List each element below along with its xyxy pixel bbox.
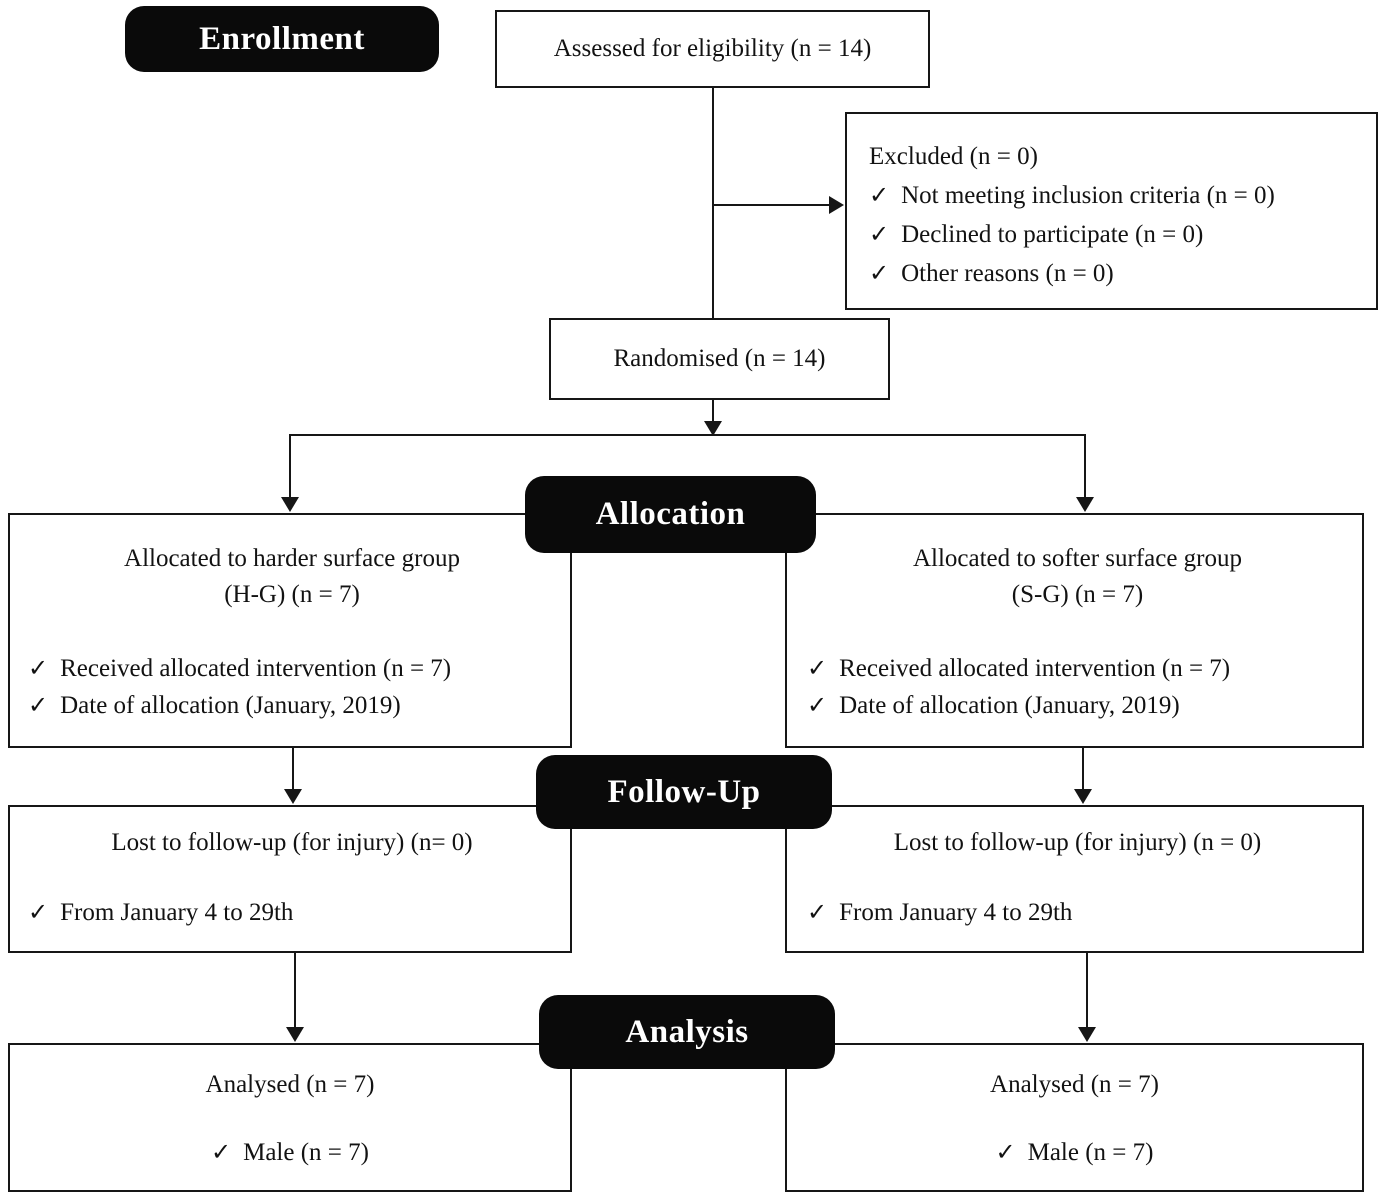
allocation-left-item: ✓ Date of allocation (January, 2019) bbox=[28, 687, 556, 724]
assessed-box: Assessed for eligibility (n = 14) bbox=[495, 10, 930, 88]
randomised-title: Randomised (n = 14) bbox=[613, 345, 826, 372]
excluded-item: ✓ Not meeting inclusion criteria (n = 0) bbox=[869, 176, 1366, 215]
arrowhead-left-analysis bbox=[286, 1027, 304, 1042]
allocation-right-title-line2: (S-G) (n = 7) bbox=[1011, 581, 1144, 608]
allocation-left-title-line1: Allocated to harder surface group bbox=[124, 545, 460, 572]
checkmark-icon: ✓ bbox=[869, 220, 890, 248]
arrowhead-right-analysis bbox=[1078, 1027, 1096, 1042]
connector-split-bar bbox=[289, 434, 1086, 436]
allocation-left-box: Allocated to harder surface group (H-G) … bbox=[8, 513, 572, 748]
connector-split-to-left-allocation bbox=[289, 434, 291, 498]
followup-left-title: Lost to follow-up (for injury) (n= 0) bbox=[111, 829, 473, 856]
analysis-right-title: Analysed (n = 7) bbox=[990, 1071, 1159, 1098]
connector-left-followup-to-analysis bbox=[294, 953, 296, 1029]
analysis-right-box: Analysed (n = 7) ✓ Male (n = 7) bbox=[785, 1043, 1364, 1192]
checkmark-icon: ✓ bbox=[869, 181, 890, 209]
analysis-left-item-text: Male (n = 7) bbox=[243, 1139, 369, 1166]
connector-left-allocation-to-followup bbox=[292, 748, 294, 791]
analysis-left-title: Analysed (n = 7) bbox=[205, 1071, 375, 1098]
connector-split-to-right-allocation bbox=[1084, 434, 1086, 498]
stage-label-follow-up-text: Follow-Up bbox=[607, 773, 761, 810]
allocation-right-box: Allocated to softer surface group (S-G) … bbox=[785, 513, 1364, 748]
randomised-box: Randomised (n = 14) bbox=[549, 318, 890, 400]
checkmark-icon: ✓ bbox=[995, 1138, 1016, 1166]
stage-label-enrollment-text: Enrollment bbox=[199, 20, 365, 57]
stage-label-allocation: Allocation bbox=[527, 478, 814, 551]
followup-right-item: ✓ From January 4 to 29th bbox=[807, 894, 1348, 931]
stage-label-follow-up: Follow-Up bbox=[538, 757, 830, 827]
excluded-item: ✓ Declined to participate (n = 0) bbox=[869, 215, 1366, 254]
followup-right-box: Lost to follow-up (for injury) (n = 0) ✓… bbox=[785, 805, 1364, 953]
allocation-left-item-text: Received allocated intervention (n = 7) bbox=[60, 655, 452, 682]
checkmark-icon: ✓ bbox=[28, 898, 49, 926]
analysis-right-item-text: Male (n = 7) bbox=[1027, 1139, 1154, 1166]
connector-right-allocation-to-followup bbox=[1082, 748, 1084, 791]
allocation-right-item: ✓ Received allocated intervention (n = 7… bbox=[807, 650, 1348, 687]
arrowhead-split bbox=[704, 421, 722, 436]
checkmark-icon: ✓ bbox=[28, 654, 49, 682]
arrowhead-left-allocation bbox=[281, 497, 299, 512]
checkmark-icon: ✓ bbox=[807, 691, 828, 719]
excluded-box: Excluded (n = 0) ✓ Not meeting inclusion… bbox=[845, 112, 1378, 310]
excluded-item-text: Other reasons (n = 0) bbox=[901, 260, 1114, 287]
checkmark-icon: ✓ bbox=[869, 259, 890, 287]
arrowhead-right-allocation bbox=[1076, 497, 1094, 512]
allocation-right-item-text: Date of allocation (January, 2019) bbox=[839, 692, 1180, 719]
checkmark-icon: ✓ bbox=[807, 654, 828, 682]
analysis-left-item: ✓ Male (n = 7) bbox=[24, 1134, 556, 1171]
allocation-right-item-text: Received allocated intervention (n = 7) bbox=[839, 655, 1231, 682]
analysis-right-item: ✓ Male (n = 7) bbox=[801, 1134, 1348, 1171]
stage-label-allocation-text: Allocation bbox=[595, 496, 746, 532]
stage-label-enrollment: Enrollment bbox=[127, 8, 437, 70]
connector-assessed-to-randomised bbox=[712, 88, 714, 318]
excluded-item-text: Declined to participate (n = 0) bbox=[901, 221, 1204, 248]
arrowhead-excluded bbox=[829, 196, 844, 214]
allocation-left-item: ✓ Received allocated intervention (n = 7… bbox=[28, 650, 556, 687]
followup-right-item-text: From January 4 to 29th bbox=[839, 899, 1073, 926]
allocation-right-item: ✓ Date of allocation (January, 2019) bbox=[807, 687, 1348, 724]
excluded-item: ✓ Other reasons (n = 0) bbox=[869, 254, 1366, 293]
allocation-left-title-line2: (H-G) (n = 7) bbox=[224, 581, 360, 608]
checkmark-icon: ✓ bbox=[807, 898, 828, 926]
arrowhead-right-followup bbox=[1074, 789, 1092, 804]
analysis-left-box: Analysed (n = 7) ✓ Male (n = 7) bbox=[8, 1043, 572, 1192]
allocation-right-title-line1: Allocated to softer surface group bbox=[912, 545, 1243, 572]
checkmark-icon: ✓ bbox=[211, 1138, 232, 1166]
allocation-left-item-text: Date of allocation (January, 2019) bbox=[60, 692, 401, 719]
followup-left-item: ✓ From January 4 to 29th bbox=[28, 894, 556, 931]
arrowhead-left-followup bbox=[284, 789, 302, 804]
stage-label-analysis: Analysis bbox=[541, 997, 833, 1067]
connector-randomised-to-split bbox=[712, 400, 714, 422]
followup-right-title: Lost to follow-up (for injury) (n = 0) bbox=[893, 829, 1262, 856]
connector-branch-to-excluded bbox=[713, 204, 830, 206]
assessed-title: Assessed for eligibility (n = 14) bbox=[553, 35, 872, 62]
connector-right-followup-to-analysis bbox=[1086, 953, 1088, 1029]
excluded-title: Excluded (n = 0) bbox=[869, 143, 1038, 170]
followup-left-item-text: From January 4 to 29th bbox=[60, 899, 294, 926]
stage-label-analysis-text: Analysis bbox=[625, 1013, 749, 1050]
followup-left-box: Lost to follow-up (for injury) (n= 0) ✓ … bbox=[8, 805, 572, 953]
excluded-item-text: Not meeting inclusion criteria (n = 0) bbox=[901, 182, 1275, 209]
checkmark-icon: ✓ bbox=[28, 691, 49, 719]
